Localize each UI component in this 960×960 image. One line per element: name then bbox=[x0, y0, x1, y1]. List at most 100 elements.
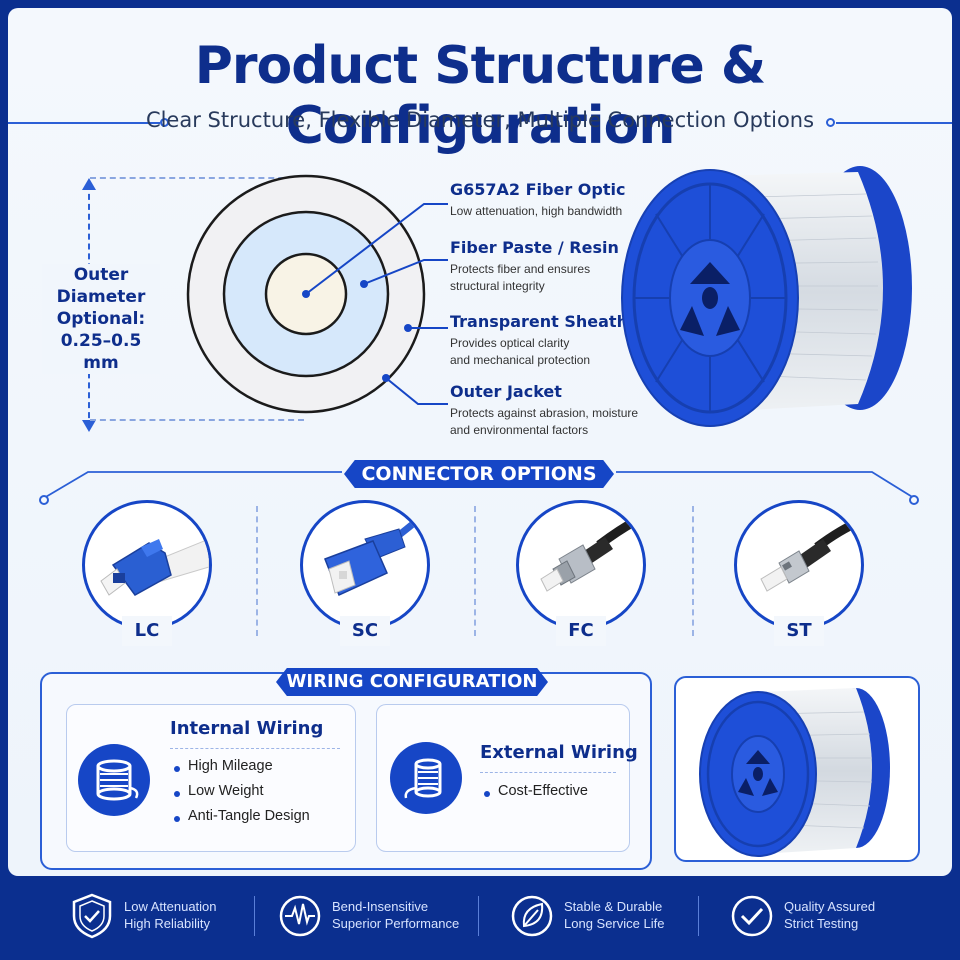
connector-lc[interactable]: LC bbox=[82, 500, 212, 650]
fiber-cross-section bbox=[186, 174, 448, 414]
footer-divider bbox=[698, 896, 699, 936]
connector-label: SC bbox=[340, 616, 390, 646]
connector-sc[interactable]: SC bbox=[300, 500, 430, 650]
external-wiring-title: External Wiring bbox=[480, 742, 638, 763]
dimension-bottom-guide bbox=[90, 419, 304, 421]
connector-section-outline bbox=[39, 471, 919, 505]
connector-label: ST bbox=[774, 616, 824, 646]
layer-title: Outer Jacket bbox=[450, 382, 562, 401]
layer-desc: Provides optical clarity and mechanical … bbox=[450, 335, 660, 369]
layer-desc-line: Provides optical clarity bbox=[450, 336, 570, 350]
diameter-label-line: Diameter bbox=[56, 287, 146, 307]
connector-image-frame bbox=[516, 500, 646, 630]
external-wiring-rule bbox=[480, 772, 616, 773]
subtitle-row: Clear Structure, Flexible Diameter, Mult… bbox=[8, 108, 952, 138]
subtitle-right-rule bbox=[836, 122, 952, 124]
internal-wiring-item: Low Weight bbox=[188, 783, 264, 799]
footer-divider bbox=[478, 896, 479, 936]
diameter-label-line: Optional: bbox=[56, 309, 146, 329]
connector-label: FC bbox=[556, 616, 606, 646]
connector-image-frame bbox=[300, 500, 430, 630]
dimension-arrow-down-icon bbox=[82, 420, 96, 432]
st-connector-icon bbox=[760, 516, 861, 592]
dimension-top-guide bbox=[90, 177, 304, 179]
spool-icon bbox=[404, 758, 442, 799]
feature-text: Stable & Durable Long Service Life bbox=[564, 898, 664, 932]
internal-spool-icon bbox=[78, 744, 150, 816]
diameter-label-line: 0.25–0.5 mm bbox=[60, 331, 142, 373]
connector-image-frame bbox=[734, 500, 864, 630]
dimension-arrow-up-icon bbox=[82, 178, 96, 190]
wiring-configuration-heading: WIRING CONFIGURATION bbox=[276, 668, 548, 696]
layer-desc-line: Protects fiber and ensures bbox=[450, 262, 591, 276]
layer-title: G657A2 Fiber Optic bbox=[450, 180, 626, 199]
shield-check-icon bbox=[72, 893, 112, 939]
pulse-wave-icon bbox=[279, 895, 321, 937]
layer-title: Fiber Paste / Resin bbox=[450, 238, 619, 257]
connector-label: LC bbox=[122, 616, 172, 646]
layer-desc-line: Low attenuation, high bandwidth bbox=[450, 204, 623, 218]
spool-hole bbox=[680, 306, 704, 336]
feature-text: Low Attenuation High Reliability bbox=[124, 898, 217, 932]
footer-divider bbox=[254, 896, 255, 936]
layer-outer-jacket: Outer Jacket Protects against abrasion, … bbox=[450, 382, 660, 439]
internal-wiring-title: Internal Wiring bbox=[170, 718, 324, 739]
fiber-spool-image bbox=[621, 166, 912, 427]
feature-footer: Low Attenuation High Reliability Bend-In… bbox=[0, 876, 960, 960]
connector-divider bbox=[256, 506, 258, 636]
layer-g657a2: G657A2 Fiber Optic Low attenuation, high… bbox=[450, 180, 660, 220]
main-panel: Product Structure & Configuration Clear … bbox=[8, 8, 952, 876]
layer-desc-line: Protects against abrasion, moisture bbox=[450, 406, 639, 420]
layer-desc: Protects fiber and ensures structural in… bbox=[450, 261, 660, 295]
feature-line: Stable & Durable bbox=[564, 899, 663, 914]
fiber-spool-image bbox=[699, 688, 890, 857]
connector-divider bbox=[692, 506, 694, 636]
layer-desc-line: and environmental factors bbox=[450, 423, 589, 437]
spool-hole bbox=[690, 262, 730, 284]
outer-diameter-label: Outer Diameter Optional: 0.25–0.5 mm bbox=[42, 264, 160, 374]
feature-line: Long Service Life bbox=[564, 916, 665, 931]
external-wiring-item: Cost-Effective bbox=[498, 783, 588, 799]
spool-center-hole bbox=[702, 287, 718, 309]
page-title: Product Structure & Configuration bbox=[194, 36, 767, 156]
layer-fiber-paste: Fiber Paste / Resin Protects fiber and e… bbox=[450, 238, 660, 295]
sc-connector-icon bbox=[324, 508, 427, 597]
feature-line: Low Attenuation bbox=[124, 899, 217, 914]
bullet-dot bbox=[174, 816, 180, 822]
feature-line: Superior Performance bbox=[332, 916, 460, 931]
core-leader-line bbox=[305, 203, 448, 295]
jacket-leader-line bbox=[385, 377, 448, 405]
connector-divider bbox=[474, 506, 476, 636]
layer-transparent-sheath: Transparent Sheath Provides optical clar… bbox=[450, 312, 660, 369]
internal-wiring-rule bbox=[170, 748, 340, 749]
feature-line: Quality Assured bbox=[784, 899, 876, 914]
diameter-label-line: Outer bbox=[73, 265, 129, 285]
resin-leader-line bbox=[363, 259, 448, 285]
subtitle-left-dot bbox=[160, 118, 169, 127]
connector-st[interactable]: ST bbox=[734, 500, 864, 650]
connector-fc[interactable]: FC bbox=[516, 500, 646, 650]
lc-connector-icon bbox=[100, 538, 209, 596]
feature-line: Bend-Insensitive bbox=[332, 899, 429, 914]
internal-wiring-item: High Mileage bbox=[188, 758, 273, 774]
bullet-dot bbox=[174, 766, 180, 772]
layer-desc-line: structural integrity bbox=[450, 279, 545, 293]
page-subtitle: Clear Structure, Flexible Diameter, Mult… bbox=[145, 108, 815, 132]
layer-desc: Protects against abrasion, moisture and … bbox=[450, 405, 660, 439]
leaf-icon bbox=[511, 895, 553, 937]
internal-wiring-item: Anti-Tangle Design bbox=[188, 808, 310, 824]
feature-line: High Reliability bbox=[124, 916, 210, 931]
connector-image-frame bbox=[82, 500, 212, 630]
subtitle-right-dot bbox=[826, 118, 835, 127]
layer-desc: Low attenuation, high bandwidth bbox=[450, 203, 660, 220]
check-circle-icon bbox=[731, 895, 773, 937]
spool-photo-box bbox=[674, 676, 920, 862]
spool-hole bbox=[716, 306, 740, 336]
spool-ribs bbox=[634, 184, 786, 412]
subtitle-left-rule bbox=[8, 122, 160, 124]
feature-text: Quality Assured Strict Testing bbox=[784, 898, 875, 932]
bullet-dot bbox=[484, 791, 490, 797]
feature-text: Bend-Insensitive Superior Performance bbox=[332, 898, 459, 932]
connector-options-heading: CONNECTOR OPTIONS bbox=[344, 460, 614, 488]
spool-icon bbox=[96, 759, 139, 801]
